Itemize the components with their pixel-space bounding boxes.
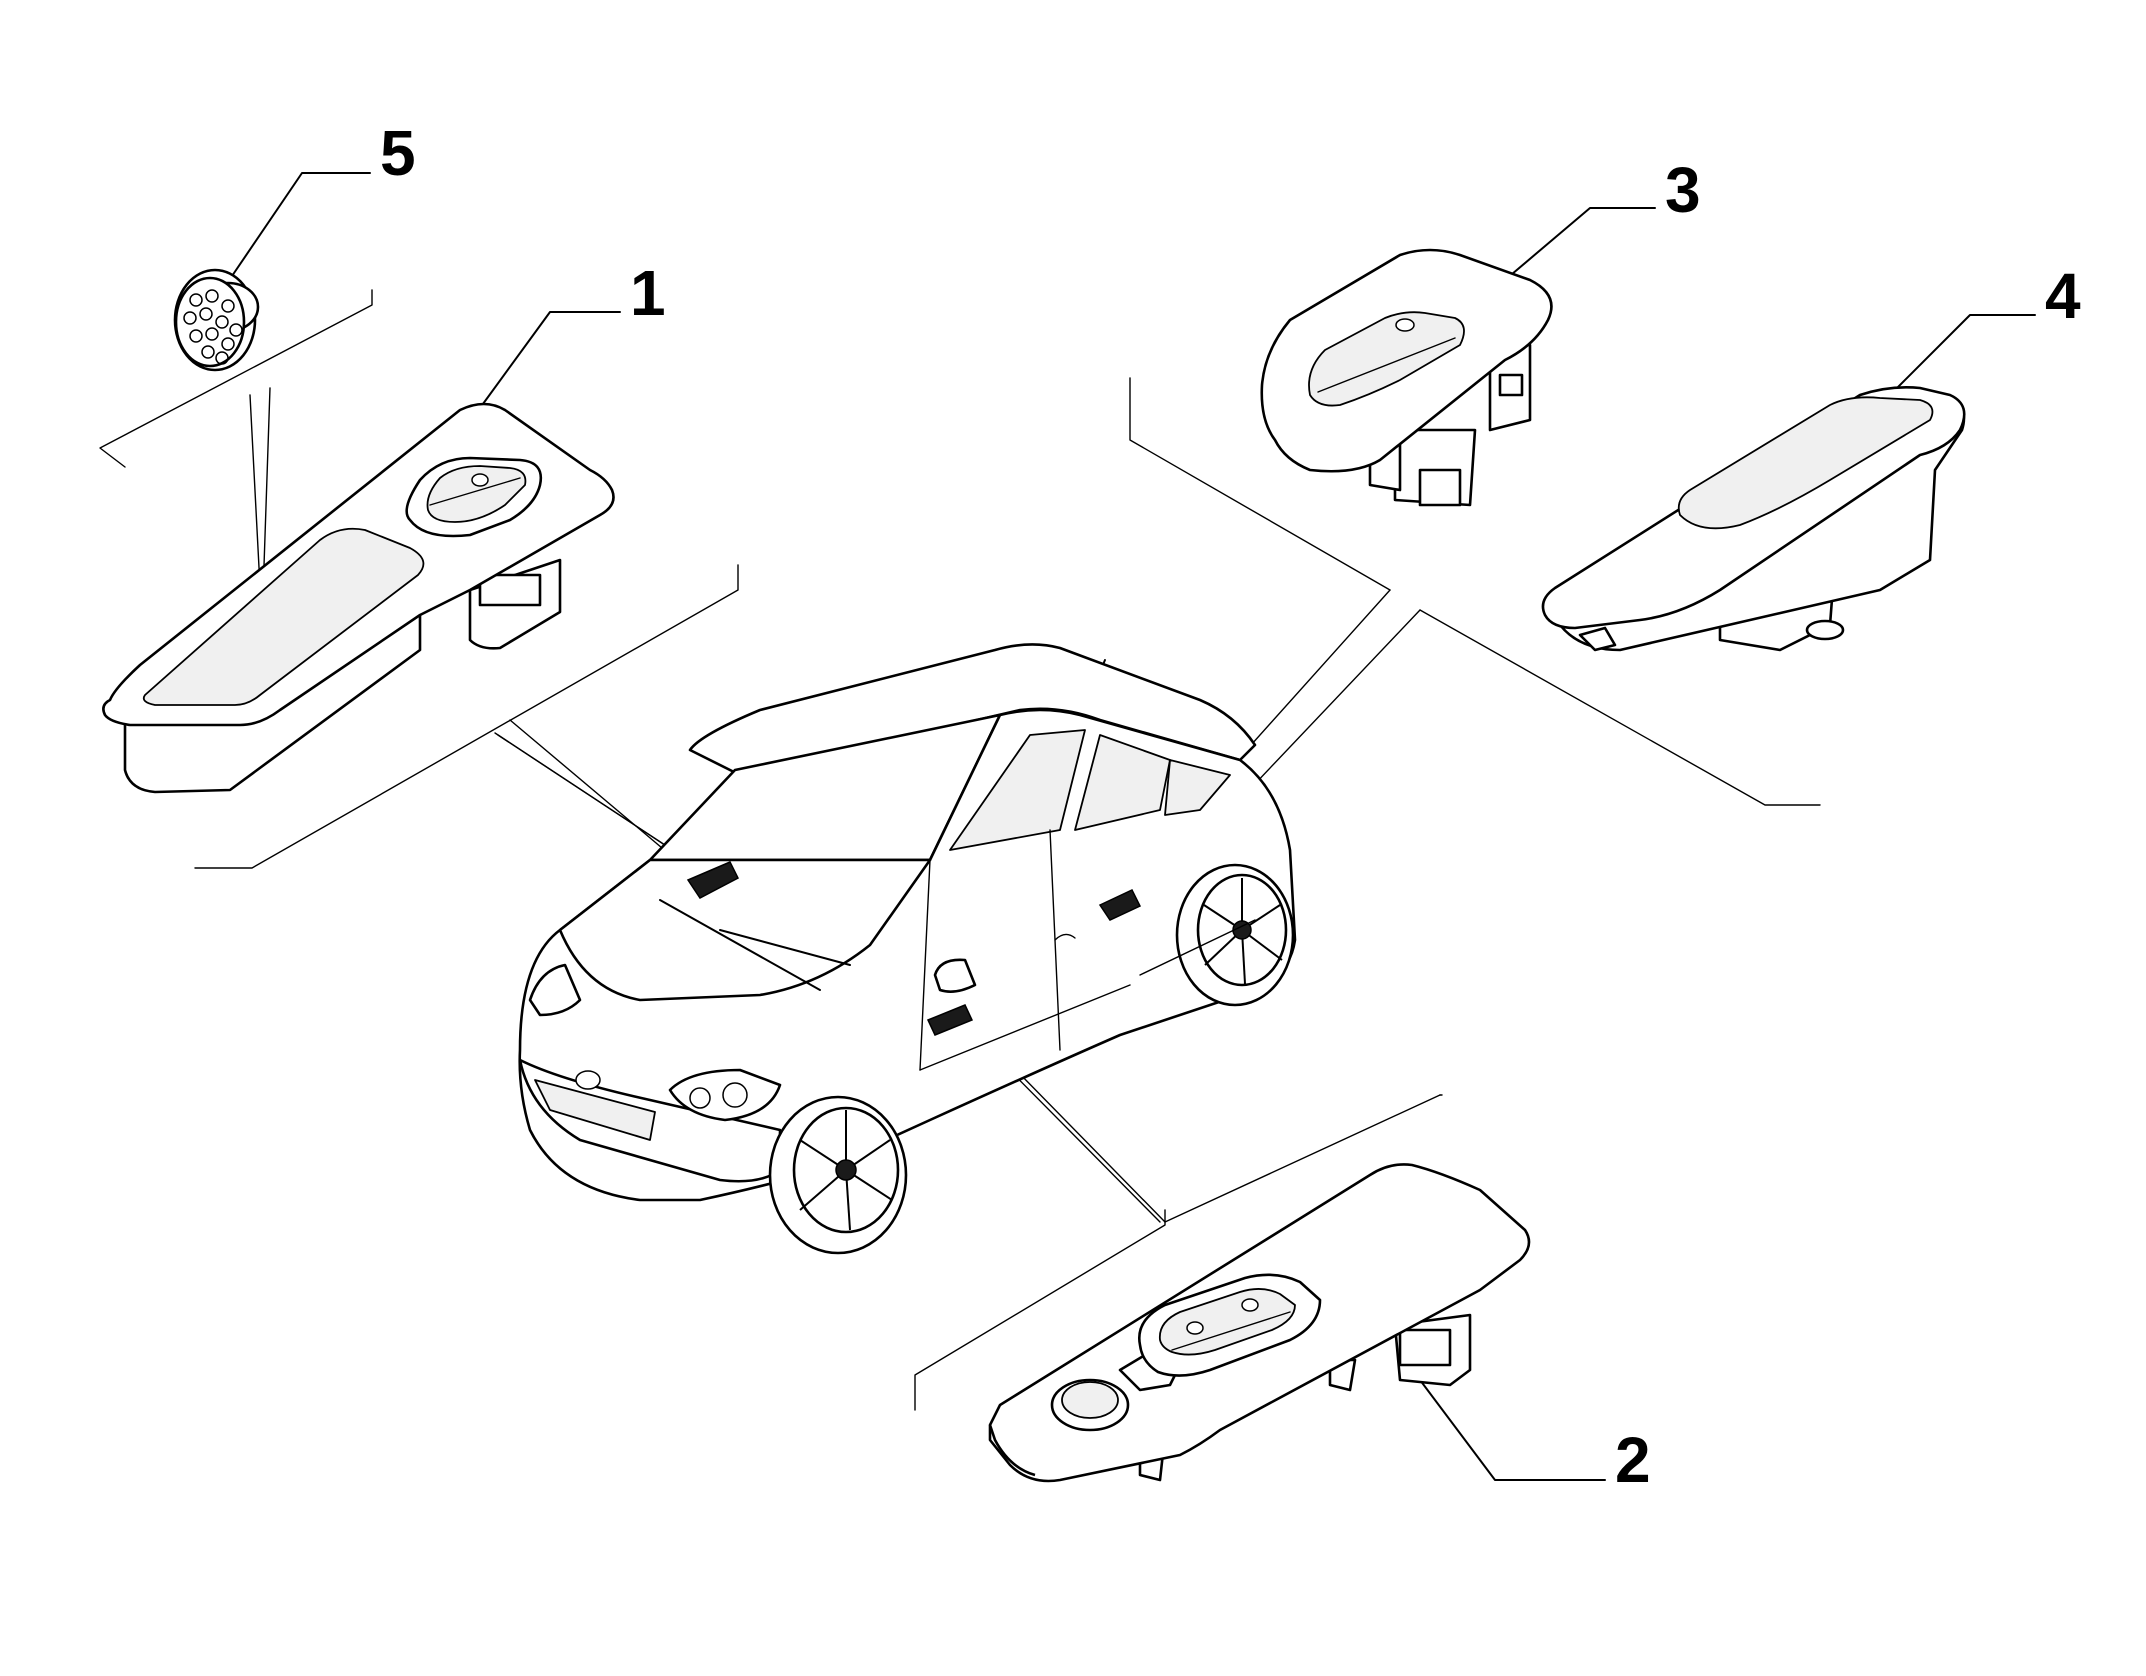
part-5-speaker-cap [173,268,260,372]
callout-1: 1 [630,257,666,329]
car-illustration [518,643,1297,1255]
callout-4: 4 [2045,260,2081,332]
part-1-window-switch-panel [102,402,615,794]
callout-2: 2 [1615,1424,1651,1496]
callout-labels: 5 1 3 4 2 [380,117,2081,1496]
leader-lines [231,172,2036,1481]
callout-5: 5 [380,117,416,189]
part-4-switch-bezel [1541,386,1966,652]
part-2-driver-switch-panel [988,1163,1531,1483]
part-3-single-window-switch [1260,248,1553,507]
callout-3: 3 [1665,154,1701,226]
